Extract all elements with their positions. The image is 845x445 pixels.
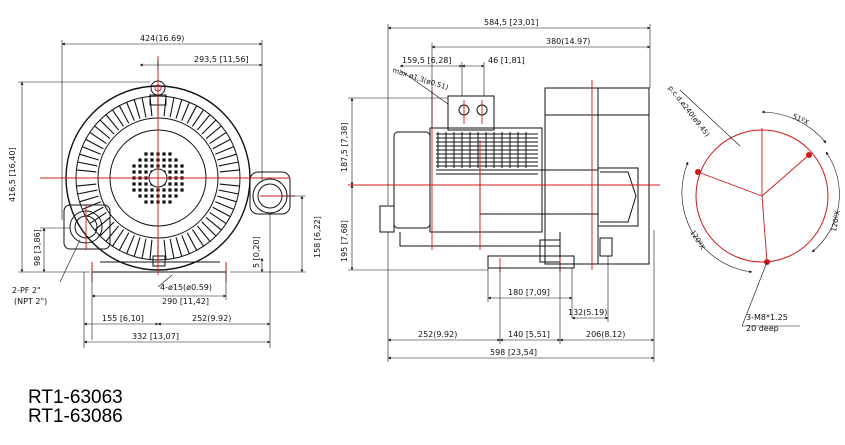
dim-overall-base: 598 [23,54] (490, 348, 537, 357)
dim-base-offset: 5 [0,20] (252, 236, 261, 268)
dim-box-width: 46 [1,81] (488, 56, 525, 65)
dim-angle-left: 120ºX (688, 229, 706, 252)
dimension-labels: 424(16.69) 293,5 [11,56] 416,5 [16,40] 9… (8, 18, 842, 357)
dim-flange-offset: 380(14.97) (546, 37, 590, 46)
flange-view (679, 89, 840, 327)
dim-depth: 20 deep (746, 324, 779, 333)
dim-mount-holes: 4-ø15(ø0.59) (160, 283, 212, 292)
dim-pcd: p.c.d.ø240(ø9.45) (666, 84, 711, 138)
dim-outlet-offset: 293,5 [11,56] (194, 55, 249, 64)
side-dimension-lines (348, 24, 655, 362)
dim-upper-height: 187,5 [7,38] (340, 123, 349, 173)
bolt-holes (695, 152, 812, 265)
dim-inlet-height: 98 [3,86] (33, 229, 42, 266)
dim-box-offset: 159,5 [6,28] (402, 56, 452, 65)
dim-overall-width: 424(16.69) (140, 34, 184, 43)
dim-side-mid: 140 [5,51] (508, 330, 550, 339)
dim-side-left: 252(9.92) (418, 330, 457, 339)
dim-overall-length: 584,5 [23,01] (484, 18, 539, 27)
dim-mount-span: 290 [11,42] (162, 297, 209, 306)
dim-pipe-port: 2-PF 2" (12, 286, 41, 295)
dim-lower-height: 195 [7,68] (340, 220, 349, 262)
dim-foot-span: 180 [7,09] (508, 288, 550, 297)
dim-bolts: 3-M8*1.25 (746, 313, 788, 322)
dim-outlet-height: 158 [6,22] (313, 216, 322, 258)
dim-pipe-port-npt: (NPT 2") (14, 297, 47, 306)
dim-left-offset: 155 [6,10] (102, 314, 144, 323)
dim-base-width: 332 [13,07] (132, 332, 179, 341)
dim-foot-offset: 132(5.19) (568, 308, 607, 317)
front-dimension-lines (18, 40, 306, 348)
model-number: RT1-63063 (28, 387, 123, 408)
side-centerlines (348, 80, 660, 272)
dim-right-offset: 252(9.92) (192, 314, 231, 323)
dim-height: 416,5 [16,40] (8, 147, 17, 202)
dim-angle-right: 120ºX (830, 210, 842, 233)
dim-angle-top: 51ºX (791, 113, 810, 127)
dim-side-right: 206(8.12) (586, 330, 625, 339)
side-view (379, 87, 650, 269)
model-number: RT1-63086 (28, 406, 123, 427)
dim-box-thread: max ø1,3(ø0.51) (391, 66, 449, 92)
